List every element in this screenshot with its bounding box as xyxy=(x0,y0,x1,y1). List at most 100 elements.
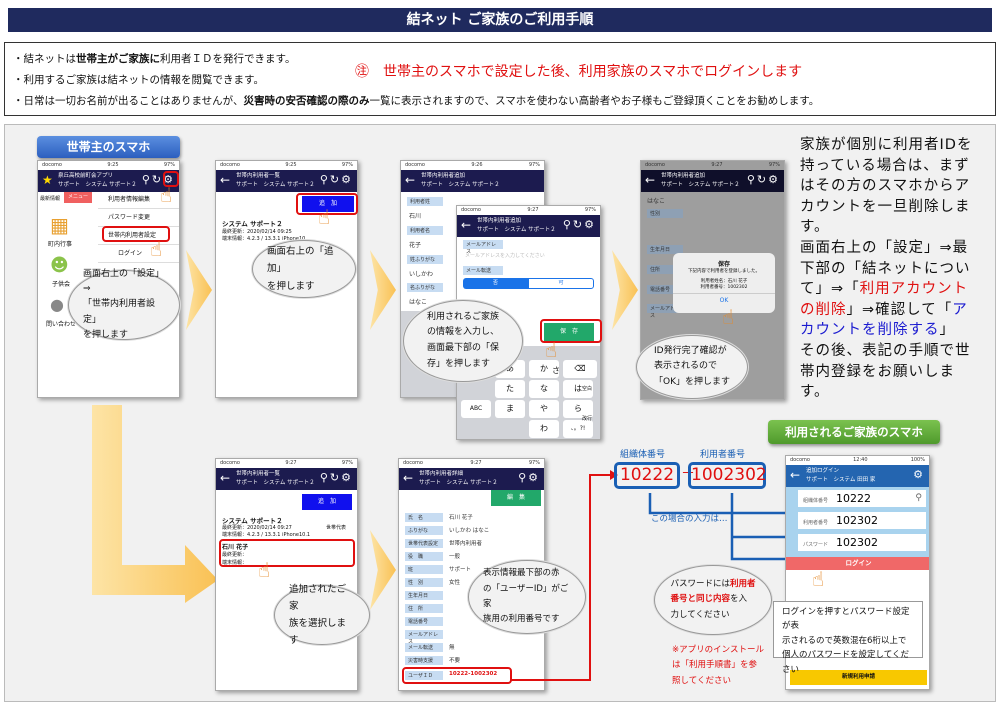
time: 9:27 xyxy=(470,460,482,466)
search-refresh-gear-icons[interactable]: ⚲↻⚙ xyxy=(319,173,353,186)
back-arrow-icon[interactable]: ← xyxy=(220,471,231,485)
text-red: 番号と同じ内容 xyxy=(670,594,730,605)
hand-pointer-icon: ☝ xyxy=(318,205,331,229)
edit-button[interactable]: 編 集 xyxy=(491,490,541,506)
user-name-entry[interactable]: システム サポート２ xyxy=(222,220,283,228)
detail-label: 性 別 xyxy=(405,578,443,587)
key-backspace[interactable]: ⌫ xyxy=(563,360,597,378)
back-arrow-icon[interactable]: ← xyxy=(461,218,472,232)
search-refresh-gear-icons[interactable]: ⚲↻⚙ xyxy=(319,471,353,484)
callout-step-2: 画面右上の「追加」を押します xyxy=(252,240,356,298)
text: パスワードには xyxy=(670,579,730,590)
back-arrow-icon[interactable]: ← xyxy=(403,471,414,485)
key-abc[interactable]: ABC xyxy=(461,400,491,418)
key-space[interactable]: 空白 xyxy=(582,386,593,392)
screen-title: 世帯内利用者一覧 xyxy=(236,173,281,179)
carrier: docomo xyxy=(220,460,240,466)
last-kana-input[interactable]: いしかわ xyxy=(409,271,434,278)
menu-item-login[interactable]: ログイン xyxy=(98,245,179,263)
key-return[interactable]: 改行 xyxy=(582,416,593,422)
battery: 97% xyxy=(768,162,780,168)
user-name: サポート システム サポート２ xyxy=(477,227,556,233)
key[interactable]: た xyxy=(495,380,525,398)
user-name: サポート システム サポート２ xyxy=(421,182,500,188)
key[interactable]: ら xyxy=(563,400,593,418)
user-name: サポート システム サポート２ xyxy=(419,480,498,486)
save-button[interactable]: 保 存 xyxy=(544,323,594,341)
battery: 97% xyxy=(341,460,353,466)
callout-step-4: ID発行完了確認が表示されるので「OK」を押します xyxy=(636,335,748,399)
highlight-user-id xyxy=(402,667,512,684)
info-box: ・結ネットは世帯主がご家族に利用者ＩＤを発行できます。 ・利用するご家族は結ネッ… xyxy=(4,42,996,116)
mail-forward-no[interactable]: 否 xyxy=(463,278,528,289)
field-value: 10222 xyxy=(836,492,872,505)
key[interactable]: わ xyxy=(529,420,559,438)
menu-item-edit-user[interactable]: 利用者情報編集 xyxy=(98,191,179,209)
detail-value: 女性 xyxy=(449,580,461,586)
text: 利用者ＩＤを発行できます。 xyxy=(160,53,296,65)
detail-label: 電話番号 xyxy=(405,617,443,626)
star-icon[interactable]: ★ xyxy=(42,173,53,187)
tab-menu[interactable]: メニュー xyxy=(64,192,92,203)
first-name-input[interactable]: 花子 xyxy=(409,242,422,249)
input-case-text: この場合の入力は… xyxy=(651,514,728,524)
text-bold: 災害時の安否確認の際のみ xyxy=(243,95,370,107)
time: 12:40 xyxy=(853,457,868,463)
text: を押します xyxy=(83,329,129,340)
search-refresh-gear-icons[interactable]: ⚲↻⚙ xyxy=(141,173,175,186)
time: 9:25 xyxy=(107,162,119,168)
key[interactable]: さ xyxy=(552,366,560,375)
key[interactable]: な xyxy=(529,380,559,398)
field-label: パスワード xyxy=(803,542,829,548)
search-refresh-gear-icons[interactable]: ⚲↻⚙ xyxy=(746,173,780,186)
add-button[interactable]: 追 加 xyxy=(302,196,354,212)
key[interactable]: は xyxy=(563,380,593,398)
key[interactable]: ま xyxy=(495,400,525,418)
carrier: docomo xyxy=(42,162,62,168)
install-note: ※アプリのインストールは「利用手順書」を参照してください xyxy=(672,643,764,689)
updated-text: 最終更新：2020/02/14 09:25 xyxy=(222,229,292,235)
time: 9:27 xyxy=(285,460,297,466)
search-gear-icons[interactable]: ⚲⚙ xyxy=(518,471,540,484)
last-name-input[interactable]: 石川 xyxy=(409,213,422,220)
new-registration-button[interactable]: 新規利用申請 xyxy=(790,670,927,685)
first-kana-input[interactable]: はなこ xyxy=(409,299,428,306)
gear-icon[interactable]: ⚙ xyxy=(913,468,925,481)
notice-text: ㊟ 世帯主のスマホで設定した後、利用家族のスマホでログインします xyxy=(355,64,803,80)
user-entry[interactable]: システム サポート２ xyxy=(222,517,283,525)
text: 照してください xyxy=(672,675,731,686)
new-user-entry[interactable]: 石川 花子 xyxy=(222,544,249,551)
back-arrow-icon[interactable]: ← xyxy=(790,468,801,482)
key[interactable]: や xyxy=(529,400,559,418)
detail-value: 不要 xyxy=(449,658,461,664)
back-arrow-icon[interactable]: ← xyxy=(220,173,231,187)
hand-pointer-icon: ☝ xyxy=(812,567,825,591)
device-text: 端末情報：4.2.3 / 13.3.1 iPhone10 xyxy=(222,236,306,242)
hand-pointer-icon: ☝ xyxy=(258,558,271,582)
back-arrow-icon[interactable]: ← xyxy=(405,173,416,187)
ok-button[interactable]: OK xyxy=(673,293,775,304)
menu-item-password[interactable]: パスワード変更 xyxy=(98,209,179,227)
red-connector xyxy=(510,475,610,681)
carrier: docomo xyxy=(461,207,481,213)
mail-forward-yes[interactable]: 可 xyxy=(528,278,594,289)
menu-item-household-users[interactable]: 世帯内利用者設定 xyxy=(98,227,179,245)
hand-pointer-icon: ☝ xyxy=(545,338,558,362)
search-refresh-gear-icons[interactable]: ⚲↻⚙ xyxy=(562,218,596,231)
add-button[interactable]: 追 加 xyxy=(302,494,352,510)
key[interactable]: 、。?! xyxy=(563,420,593,438)
email-input[interactable]: メールアドレスを入力してください xyxy=(465,253,545,259)
screen-title: 世帯内利用者追加 xyxy=(477,218,522,224)
login-button[interactable]: ログイン xyxy=(786,557,929,570)
user-name: サポート システム サポート２ xyxy=(661,182,740,188)
tab-latest[interactable]: 最新情報 xyxy=(40,196,61,202)
key[interactable]: か xyxy=(529,360,559,378)
search-icon[interactable]: ⚲ xyxy=(915,493,922,503)
detail-value: 石川 花子 xyxy=(449,515,473,521)
back-arrow-icon[interactable]: ← xyxy=(645,173,656,187)
